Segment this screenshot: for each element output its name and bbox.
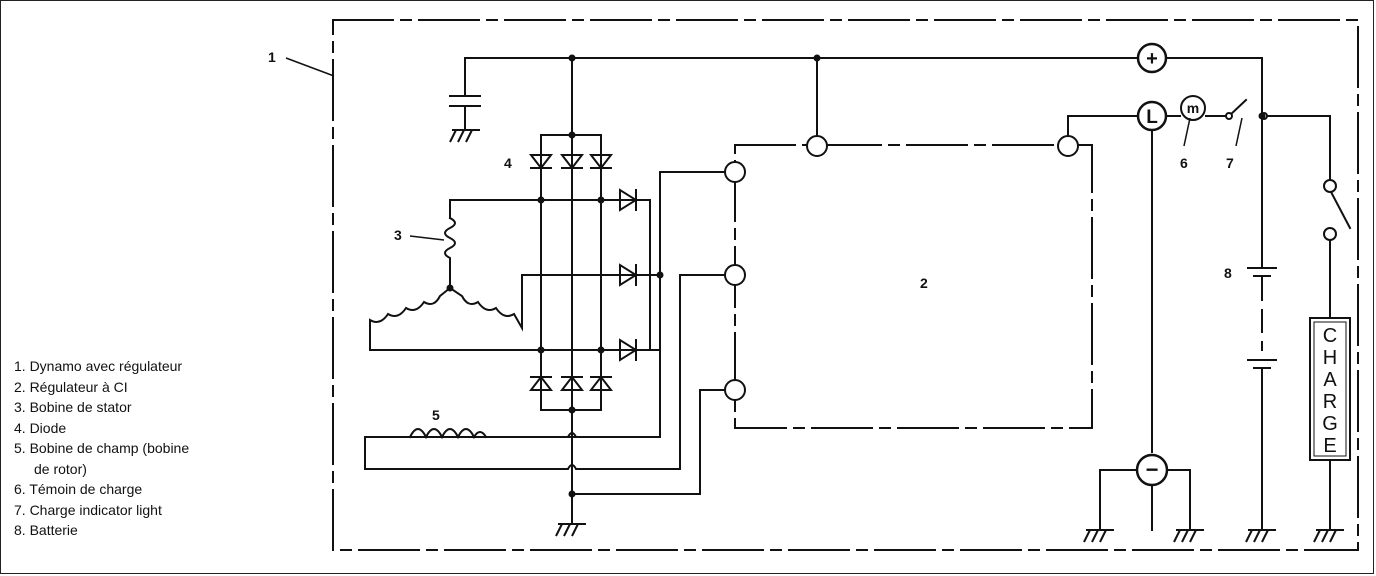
legend-item-continuation: de rotor) <box>34 460 87 477</box>
positive-bus-wire <box>464 57 1263 263</box>
bridge-columns <box>540 134 602 495</box>
callout-4: 4 <box>504 155 512 171</box>
callout-3-leader <box>409 235 445 241</box>
charge-letter: H <box>1323 347 1337 369</box>
terminal-plus: + <box>1136 42 1168 74</box>
field-coil-wire <box>364 432 661 438</box>
svg-text:+: + <box>1146 48 1158 70</box>
callout-7: 7 <box>1226 155 1234 171</box>
regulator-ic-box <box>734 144 1093 429</box>
battery <box>1247 261 1277 529</box>
auxiliary-diodes <box>619 188 661 362</box>
dynamo-housing-outline <box>332 19 1359 551</box>
junction-dots <box>446 54 1266 498</box>
charge-lamp-box: C H A R G E <box>1309 317 1351 461</box>
ground-symbols <box>449 129 1344 543</box>
legend-item: de rotor) <box>14 459 189 480</box>
diode-bottom-row <box>528 375 614 391</box>
charge-letter: E <box>1323 435 1336 457</box>
charge-letter: R <box>1323 391 1337 413</box>
legend-item: 5. Bobine de champ (bobine <box>14 440 190 456</box>
diode-top-row <box>528 154 614 170</box>
callout-8: 8 <box>1224 265 1232 281</box>
terminal-minus: − <box>1135 453 1169 487</box>
callout-7-leader <box>1235 117 1243 147</box>
legend-item: 7. Charge indicator light <box>14 501 162 518</box>
legend-item: 3. Bobine de stator <box>14 399 132 415</box>
lamp-terminal-wire <box>1067 115 1153 453</box>
svg-text:L: L <box>1146 107 1158 128</box>
terminal-lamp: L <box>1136 100 1168 132</box>
legend-item: 4. Diode <box>14 419 67 436</box>
legend-item: 6. Témoin de charge <box>14 481 143 497</box>
bridge-top-wire <box>540 57 602 136</box>
stator-winding-right <box>448 274 661 332</box>
charge-letter: A <box>1323 369 1337 391</box>
legend-item: 1. Dynamo avec régulateur <box>14 358 183 374</box>
callout-1-leader <box>285 57 335 77</box>
regulator-feed-top <box>364 171 725 470</box>
legend-item: 8. Batterie <box>14 522 78 538</box>
ignition-switch <box>1227 98 1331 181</box>
svg-text:m: m <box>1187 100 1199 116</box>
callout-6: 6 <box>1180 155 1188 171</box>
capacitor <box>449 57 481 129</box>
charge-lamp-bulb-6: m <box>1180 95 1206 147</box>
charge-letter: G <box>1322 413 1338 435</box>
charge-lamp-switch <box>1328 188 1352 531</box>
stator-winding-left <box>369 286 661 351</box>
legend-item: 2. Régulateur à CI <box>14 378 128 395</box>
svg-text:−: − <box>1146 457 1159 482</box>
callout-5: 5 <box>432 407 440 423</box>
legend-list: 1. Dynamo avec régulateur 2. Régulateur … <box>14 356 189 541</box>
charge-letter: C <box>1323 325 1337 347</box>
regulator-terminals <box>724 112 1337 401</box>
field-coil-5 <box>408 428 488 440</box>
callout-1: 1 <box>268 49 276 65</box>
callout-3: 3 <box>394 227 402 243</box>
callout-2: 2 <box>920 275 928 291</box>
regulator-feed-bottom <box>571 389 725 495</box>
negative-terminal-wires <box>1099 469 1191 531</box>
